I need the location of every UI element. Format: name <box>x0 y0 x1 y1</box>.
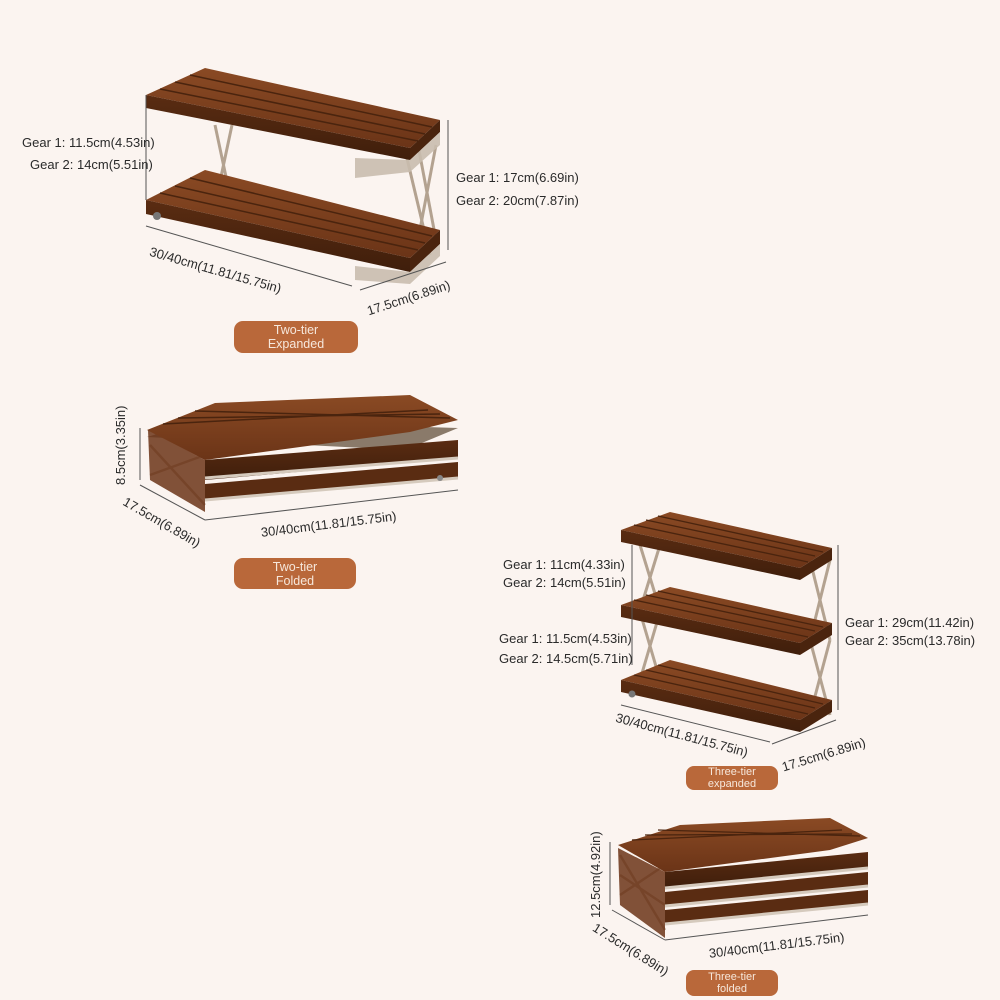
three-tier-expanded-badge: Three-tier expanded <box>686 766 778 790</box>
top-shelf-board <box>146 68 440 148</box>
folded-height-label: 8.5cm(3.35in) <box>113 405 128 485</box>
top-gear-1-label: Gear 1: 11cm(4.33in) <box>503 557 625 572</box>
badge-line-1: Two-tier <box>272 559 318 574</box>
gear-2-total-height-label: Gear 2: 20cm(7.87in) <box>456 193 579 208</box>
badge-line-1: Two-tier <box>273 323 319 337</box>
two-tier-expanded-badge: Two-tier Expanded <box>234 321 358 353</box>
top-gear-2-label: Gear 2: 14cm(5.51in) <box>503 575 626 590</box>
middle-gear-1-label: Gear 1: 11.5cm(4.53in) <box>499 631 632 646</box>
three-tier-folded-badge: Three-tier folded <box>686 970 778 996</box>
total-gear-1-label: Gear 1: 29cm(11.42in) <box>845 615 975 630</box>
gear-1-total-height-label: Gear 1: 17cm(6.69in) <box>456 170 579 185</box>
badge-line-2: folded <box>717 983 747 995</box>
badge-line-2: Folded <box>275 573 315 588</box>
badge-line-2: expanded <box>707 778 757 790</box>
two-tier-expanded-shelf <box>146 68 440 284</box>
slat-gaps <box>159 74 433 142</box>
bottom-shelf-board <box>146 170 440 258</box>
two-tier-folded-badge: Two-tier Folded <box>234 558 356 589</box>
badge-line-1: Three-tier <box>708 766 756 778</box>
folded-height-label: 12.5cm(4.92in) <box>588 831 603 918</box>
middle-gear-2-label: Gear 2: 14.5cm(5.71in) <box>499 651 633 666</box>
gear-1-lower-height-label: Gear 1: 11.5cm(4.53in) <box>22 135 155 150</box>
three-tier-expanded-dimension-lines <box>620 545 839 745</box>
badge-line-1: Three-tier <box>708 971 756 983</box>
two-tier-expanded-dimension-lines <box>145 95 449 291</box>
badge-line-2: Expanded <box>267 337 325 351</box>
gear-2-lower-height-label: Gear 2: 14cm(5.51in) <box>30 157 153 172</box>
two-tier-folded-dimension-lines <box>139 428 459 521</box>
two-tier-folded-shelf <box>147 395 459 512</box>
three-tier-folded-dimension-lines <box>609 842 869 941</box>
three-tier-folded-shelf <box>618 818 869 938</box>
three-tier-expanded-shelf <box>621 512 832 732</box>
total-gear-2-label: Gear 2: 35cm(13.78in) <box>845 633 976 648</box>
bottom-shelf-board <box>621 660 832 720</box>
